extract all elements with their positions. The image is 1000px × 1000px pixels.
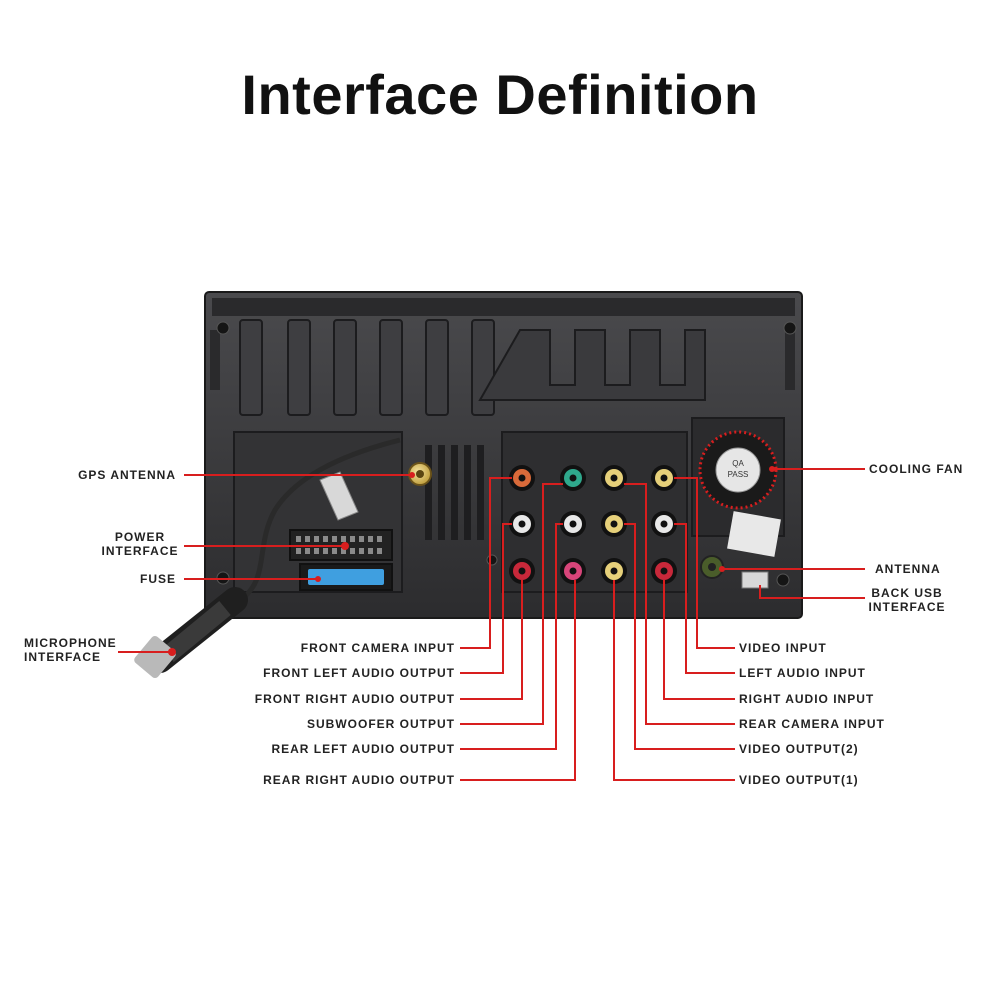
line-back-usb [759,585,865,599]
label-power-interface-line1: POWER [114,530,166,544]
label-front-left-audio-output: FRONT LEFT AUDIO OUTPUT [263,666,455,680]
line-subwoofer-output [460,483,563,725]
rca-front-left [509,511,535,537]
label-microphone-line1: MICROPHONE [24,636,117,650]
sticker [727,511,781,557]
label-rear-left-audio-output: REAR LEFT AUDIO OUTPUT [271,742,455,756]
line-video-input [674,477,735,649]
rca-video-output-1 [601,558,627,584]
label-left-audio-input: LEFT AUDIO INPUT [739,666,866,680]
power-connector [289,471,393,591]
rca-right-audio-input [651,558,677,584]
line-front-left-audio-output [460,523,512,674]
label-microphone-line2: INTERFACE [24,650,102,664]
label-back-usb-line1: BACK USB [871,586,943,600]
antenna-connector [700,555,724,579]
leader-lines [118,468,865,781]
label-video-output-2: VIDEO OUTPUT(2) [739,742,859,756]
label-right-audio-input: RIGHT AUDIO INPUT [739,692,875,706]
line-video-output-1 [613,580,735,781]
fan-badge-pass: PASS [728,470,749,479]
rca-video-output-2 [601,511,627,537]
line-left-audio-input [674,523,735,674]
line-video-output-2 [624,523,735,750]
line-rear-camera-input [624,483,735,725]
leader-dots [168,466,775,656]
line-front-right-audio-output [460,580,523,700]
rca-left-audio-input [651,511,677,537]
label-front-right-audio-output: FRONT RIGHT AUDIO OUTPUT [254,692,455,706]
label-front-camera-input: FRONT CAMERA INPUT [300,641,455,655]
fan-badge-qa: QA [732,459,744,468]
cooling-fan: QA PASS [698,430,778,510]
line-right-audio-input [663,580,735,700]
cable-wire [238,437,401,603]
rca-front-right [509,558,535,584]
label-video-input: VIDEO INPUT [739,641,827,655]
label-fuse: FUSE [139,572,176,586]
label-antenna: ANTENNA [875,562,941,576]
label-video-output-1: VIDEO OUTPUT(1) [739,773,859,787]
gps-antenna-connector [408,462,432,486]
rca-front-camera-input [509,465,535,491]
label-rear-camera-input: REAR CAMERA INPUT [739,717,885,731]
rca-rear-camera-input [601,465,627,491]
rca-video-input [651,465,677,491]
rca-rear-left [560,511,586,537]
label-subwoofer-output: SUBWOOFER OUTPUT [307,717,455,731]
label-gps-antenna: GPS ANTENNA [78,468,176,482]
label-cooling-fan: COOLING FAN [869,462,964,476]
label-rear-right-audio-output: REAR RIGHT AUDIO OUTPUT [263,773,455,787]
line-rear-right-audio-output [460,580,576,781]
line-rear-left-audio-output [460,523,563,750]
rca-jacks [509,465,677,584]
page-title: Interface Definition [241,63,759,126]
rca-rear-right [560,558,586,584]
usb-port [741,571,769,589]
line-front-camera-input [460,477,512,649]
label-power-interface-line2: INTERFACE [101,544,179,558]
label-back-usb-line2: INTERFACE [868,600,946,614]
rca-subwoofer [560,465,586,491]
